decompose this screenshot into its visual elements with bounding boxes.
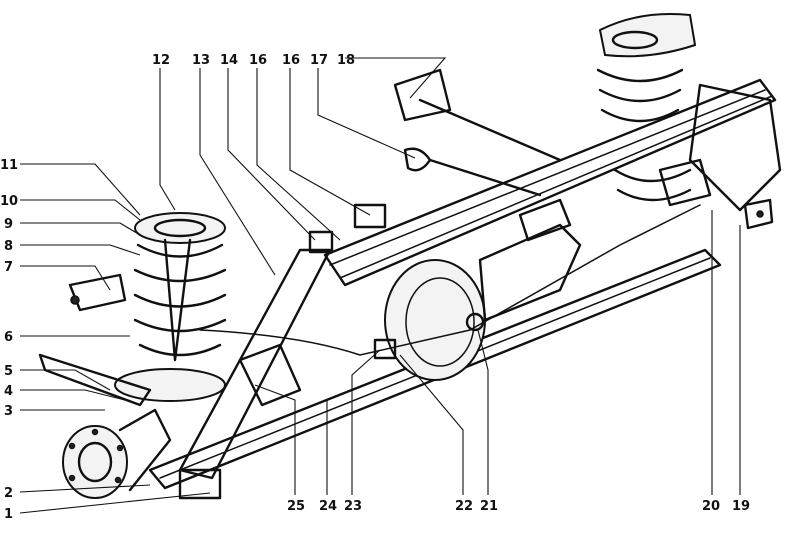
callout-16: 16: [282, 53, 300, 68]
callout-20: 20: [702, 499, 720, 514]
callout-22: 22: [455, 499, 473, 514]
callout-19: 19: [732, 499, 750, 514]
left-coil-spring: [114, 212, 227, 402]
callout-labels: 1 2 3 4 5 6 7 8 9 10 11 12 13 14 16 16 1…: [0, 53, 750, 522]
cross-beam: [323, 78, 777, 287]
axle-tube: [148, 248, 722, 490]
left-shock: [238, 343, 302, 407]
callout-23: 23: [344, 499, 362, 514]
body-panel: [688, 83, 782, 212]
callout-2: 2: [4, 486, 13, 501]
callout-8: 8: [4, 239, 13, 254]
upper-mount: [393, 68, 452, 122]
callout-6: 6: [4, 330, 13, 345]
callout-11: 11: [0, 158, 18, 173]
axle-casing: [478, 223, 582, 322]
callout-4: 4: [4, 384, 13, 399]
axle-assembly: [38, 13, 782, 500]
callout-17: 17: [310, 53, 328, 68]
callout-9: 9: [4, 217, 13, 232]
callout-7: 7: [4, 260, 13, 275]
stabilizer-link: [38, 353, 152, 407]
trailing-arm: [178, 248, 332, 480]
spring-bracket: [68, 273, 127, 312]
bump-stop-mount: [353, 203, 387, 229]
callout-25: 25: [287, 499, 305, 514]
callout-18: 18: [337, 53, 355, 68]
leader-lines: [19, 57, 741, 514]
lower-bracket: [178, 468, 222, 500]
callout-3: 3: [4, 404, 13, 419]
callout-12: 12: [152, 53, 170, 68]
callout-15: 16: [249, 53, 267, 68]
callout-21: 21: [480, 499, 498, 514]
callout-24: 24: [319, 499, 337, 514]
callout-13: 13: [192, 53, 210, 68]
callout-14: 14: [220, 53, 238, 68]
right-coil-spring: [596, 13, 697, 202]
callout-10: 10: [0, 194, 18, 209]
callout-1: 1: [4, 507, 13, 522]
callout-5: 5: [4, 364, 13, 379]
brake-line: [199, 204, 701, 356]
wheel-hub: [62, 425, 128, 499]
